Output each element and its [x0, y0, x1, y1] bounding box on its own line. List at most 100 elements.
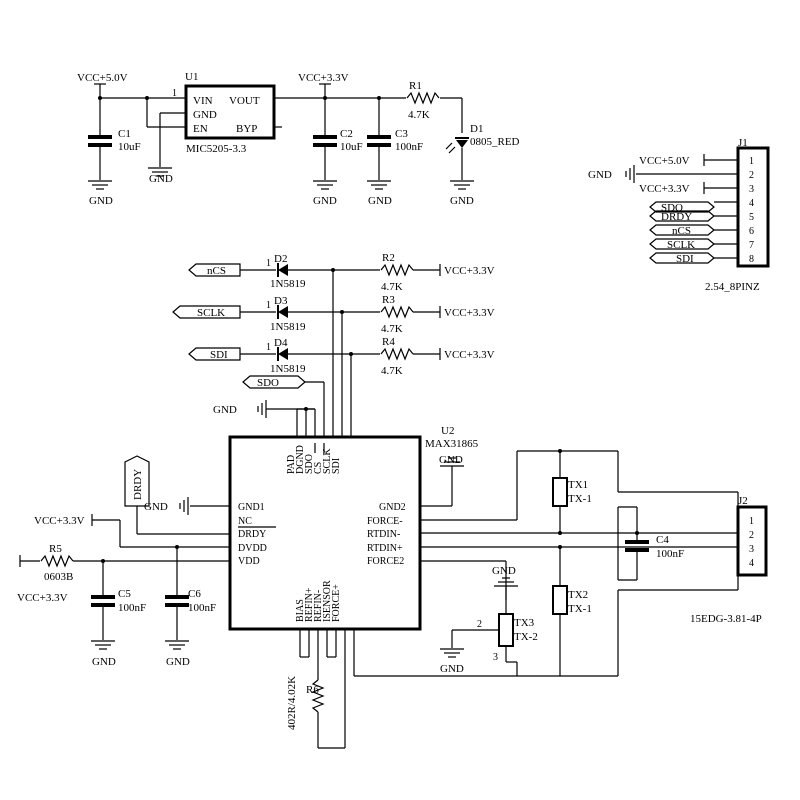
j2-pin3: 3	[749, 544, 754, 555]
j1-pin1-num: 1	[749, 156, 754, 167]
u2-part: MAX31865	[425, 438, 479, 450]
d3-pin: 1	[266, 300, 271, 311]
tx3-value: TX-2	[514, 631, 538, 643]
j1-pin1-label: VCC+5.0V	[639, 155, 690, 167]
j1-pin7: SCLK 7	[649, 238, 754, 251]
tx3-pin3: 3	[493, 652, 498, 663]
j2-ref: J2	[738, 495, 748, 507]
j1-header: J1 VCC+5.0V 1 GND 2 VCC+3.3V 3 SDO 4 DRD…	[588, 137, 770, 293]
c3-value: 100nF	[395, 141, 423, 153]
j1-pin5: DRDY 5	[649, 210, 754, 223]
j2-part: 15EDG-3.81-4P	[690, 613, 762, 625]
r2-value: 4.7K	[381, 281, 403, 293]
u1-part: MIC5205-3.3	[186, 143, 247, 155]
c1-ref: C1	[118, 128, 131, 140]
tx2-ref: TX2	[568, 589, 588, 601]
j1-pin6: nCS 6	[649, 224, 754, 237]
j1-ref: J1	[738, 137, 748, 149]
tx3-ref: TX3	[514, 617, 535, 629]
c6-value: 100nF	[188, 602, 216, 614]
u2-pin-isensor: ISENSOR	[322, 580, 333, 622]
j1-pin2-label: GND	[588, 169, 612, 181]
j2-pin4: 4	[749, 558, 754, 569]
j1-part: 2.54_8PINZ	[705, 281, 760, 293]
u2-pin-dvdd: DVDD	[238, 543, 267, 554]
u2-pin-pad: PAD	[286, 455, 297, 474]
c4-value: 100nF	[656, 548, 684, 560]
r3-value: 4.7K	[381, 323, 403, 335]
c5-value: 100nF	[118, 602, 146, 614]
j2-body	[736, 505, 768, 577]
u2-pin-sdo: SDO	[304, 454, 315, 474]
dvdd-vcc-label: VCC+3.3V	[34, 515, 85, 527]
c6-gnd-label: GND	[166, 656, 190, 668]
u1-gnd-label: GND	[149, 173, 173, 185]
r2-vcc-label: VCC+3.3V	[444, 265, 495, 277]
u2-pin-force-minus: FORCE-	[367, 516, 403, 527]
j1-pin6-num: 6	[749, 226, 754, 237]
j1-pin2-num: 2	[749, 170, 754, 181]
j2-pin1: 1	[749, 516, 754, 527]
c3-gnd-label: GND	[368, 195, 392, 207]
d4-ref: D4	[274, 337, 288, 349]
pad-gnd-label: GND	[213, 404, 237, 416]
sdi-flag: SDI	[210, 349, 228, 361]
d2-value: 1N5819	[270, 278, 306, 290]
c4-ref: C4	[656, 534, 669, 546]
j1-pin3-label: VCC+3.3V	[639, 183, 690, 195]
d1-ref: D1	[470, 123, 483, 135]
ncs-flag: nCS	[207, 265, 226, 277]
u2-pin-refin-minus: REFIN-	[313, 590, 324, 622]
d4-value: 1N5819	[270, 363, 306, 375]
r5-ref: R5	[49, 543, 62, 555]
u1-ref: U1	[185, 71, 198, 83]
r6-ref: R6	[306, 684, 319, 696]
tx1-ref: TX1	[568, 479, 588, 491]
regulator-section: VCC+5.0V C1 10uF GND U1 1 VIN VOUT GND E…	[77, 71, 520, 207]
u2-pin-nc: NC	[238, 516, 252, 527]
sclk-flag: SCLK	[197, 307, 225, 319]
tx1-value: TX-1	[568, 493, 592, 505]
u1-pin-byp: BYP	[236, 123, 257, 135]
r3-ref: R3	[382, 294, 395, 306]
r5-value: 0603B	[44, 571, 73, 583]
u1-pin-vout: VOUT	[229, 95, 260, 107]
c3-ref: C3	[395, 128, 408, 140]
gnd2-label: GND	[439, 454, 463, 466]
j1-pin4-num: 4	[749, 198, 754, 209]
c2-gnd-label: GND	[313, 195, 337, 207]
tx3-gnd-label: GND	[440, 663, 464, 675]
sdo-flag: SDO	[257, 377, 279, 389]
c1-gnd-label: GND	[89, 195, 113, 207]
r1-ref: R1	[409, 80, 422, 92]
gnd1-label: GND	[144, 501, 168, 513]
u2-pin-drdy: DRDY	[238, 529, 266, 540]
u2-pin-gnd2: GND2	[379, 502, 406, 513]
u2-pin-bias: BIAS	[295, 599, 306, 622]
c6-ref: C6	[188, 588, 201, 600]
u1-pin-gnd: GND	[193, 109, 217, 121]
r3-vcc-label: VCC+3.3V	[444, 307, 495, 319]
d3-value: 1N5819	[270, 321, 306, 333]
j1-pin3-num: 3	[749, 184, 754, 195]
vcc33-top-label: VCC+3.3V	[298, 72, 349, 84]
u2-pin-cs: CS	[313, 462, 324, 474]
r4-ref: R4	[382, 336, 395, 348]
vcc5-label: VCC+5.0V	[77, 72, 128, 84]
d2-pin: 1	[266, 258, 271, 269]
j1-pin5-label: DRDY	[661, 211, 692, 223]
drdy-flag: DRDY	[132, 469, 144, 500]
rtd-filter-section: TX1 TX-1 C4 100nF TX2 TX-1	[354, 449, 768, 677]
u2-pin-gnd1: GND1	[238, 502, 265, 513]
d4-pin: 1	[266, 342, 271, 353]
c2-value: 10uF	[340, 141, 363, 153]
j1-pin6-label: nCS	[672, 225, 691, 237]
tx2-value: TX-1	[568, 603, 592, 615]
r1-value: 4.7K	[408, 109, 430, 121]
c5-ref: C5	[118, 588, 131, 600]
u1-pin1: 1	[172, 88, 177, 99]
interface-section: nCS 1 D2 1N5819 R2 4.7K VCC+3.3V SCLK 1 …	[172, 252, 495, 419]
u2-pin-vdd: VDD	[238, 556, 260, 567]
max31865-section: U2 MAX31865 PAD DGND SDO CS SCLK SDI GND…	[17, 270, 479, 749]
